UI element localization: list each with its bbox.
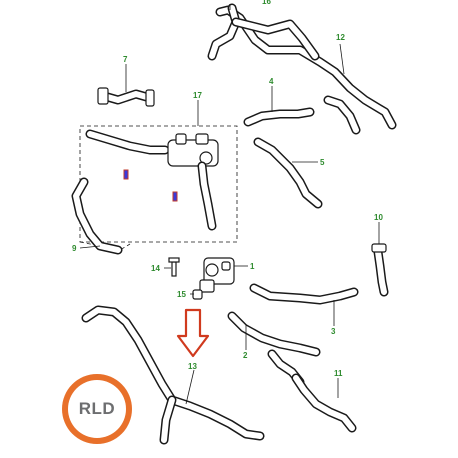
hose-9 bbox=[71, 177, 123, 255]
coolant-housing-1 bbox=[199, 257, 235, 293]
leader-12 bbox=[339, 43, 345, 75]
hose-7 bbox=[97, 87, 155, 107]
callout-12: 12 bbox=[336, 33, 345, 42]
callout-13: 13 bbox=[188, 362, 197, 371]
callout-3: 3 bbox=[331, 327, 336, 336]
hose-11 bbox=[291, 373, 357, 433]
callout-11: 11 bbox=[334, 369, 343, 378]
subassembly-17-outline bbox=[79, 125, 238, 243]
thermostat-housing-17 bbox=[167, 133, 219, 167]
hose-3 bbox=[249, 283, 359, 305]
sensor-marker-2 bbox=[172, 191, 178, 202]
hose-12-lower bbox=[323, 95, 361, 135]
callout-2: 2 bbox=[243, 351, 248, 360]
callout-10: 10 bbox=[374, 213, 383, 222]
callout-4: 4 bbox=[269, 77, 274, 86]
hose-4 bbox=[243, 107, 315, 127]
logo-ring: RLD bbox=[68, 380, 126, 438]
hose-2 bbox=[227, 311, 321, 387]
hose-13 bbox=[81, 305, 265, 445]
callout-17: 17 bbox=[193, 91, 202, 100]
callout-9: 9 bbox=[72, 244, 77, 253]
callout-15: 15 bbox=[177, 290, 186, 299]
hose-5 bbox=[253, 137, 323, 209]
bolt-14 bbox=[168, 257, 180, 277]
callout-1: 1 bbox=[250, 262, 255, 271]
sensor-marker-1 bbox=[123, 169, 129, 180]
callout-5: 5 bbox=[320, 158, 325, 167]
logo-text: RLD bbox=[78, 399, 116, 418]
clip-15 bbox=[192, 289, 203, 300]
leader-13 bbox=[185, 369, 195, 405]
hose-10 bbox=[371, 243, 389, 297]
leader-9 bbox=[79, 245, 101, 249]
callout-16: 16 bbox=[262, 0, 271, 6]
rld-logo: RLD bbox=[62, 374, 132, 444]
down-arrow-icon bbox=[176, 308, 210, 358]
hose-17-upper bbox=[85, 129, 170, 155]
callout-14: 14 bbox=[151, 264, 160, 273]
callout-7: 7 bbox=[123, 55, 128, 64]
hose-17-lower bbox=[197, 161, 217, 231]
hose-16 bbox=[207, 3, 320, 61]
